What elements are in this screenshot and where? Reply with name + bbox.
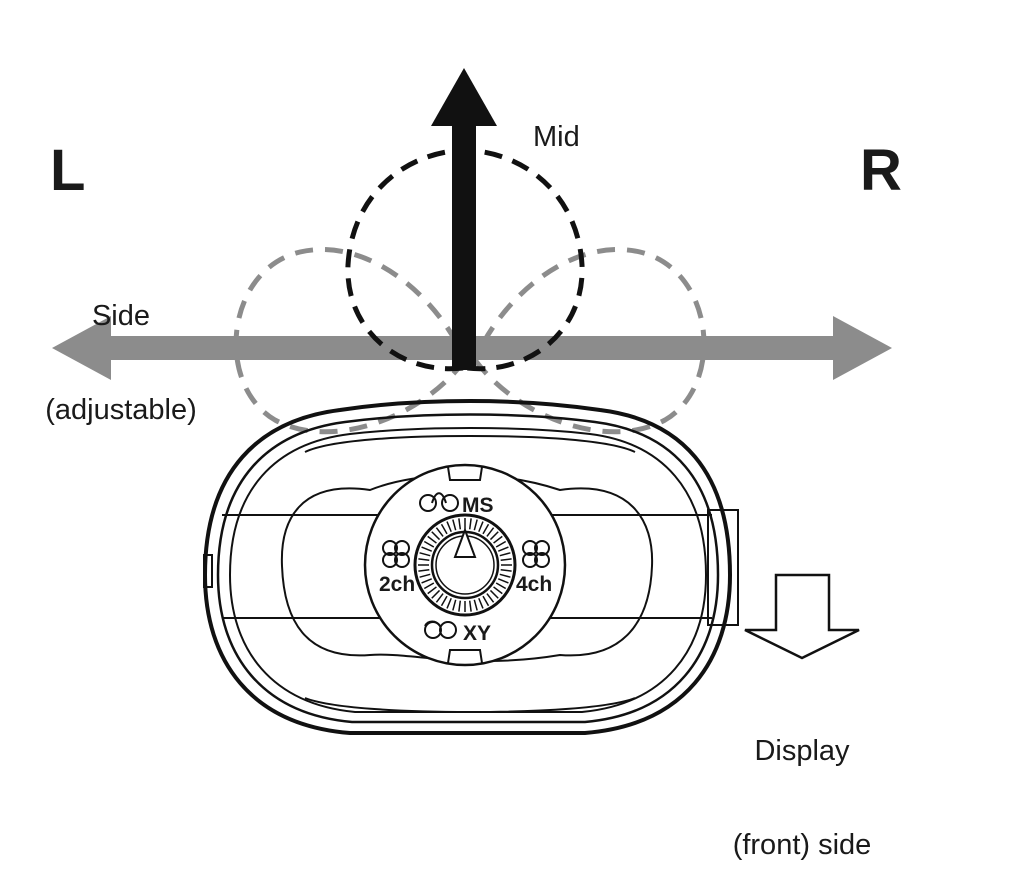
knob-tooth: [435, 527, 444, 537]
knob-tooth: [500, 558, 512, 562]
knob-tooth: [418, 558, 430, 562]
side-arrow-left-head: [52, 316, 111, 380]
display-label-line1: Display: [754, 734, 850, 767]
ms-pattern-icon: [419, 492, 459, 512]
knob-tooth: [458, 600, 462, 612]
knob-tooth: [435, 593, 444, 603]
knob-tooth: [431, 531, 441, 541]
body-inner-outline: [216, 413, 720, 724]
knob-tooth: [446, 597, 452, 609]
side-label-line2: (adjustable): [45, 393, 197, 426]
knob-tooth: [493, 535, 503, 544]
knob-tooth: [497, 578, 509, 584]
knob-tooth: [489, 589, 499, 599]
knob-tooth: [440, 595, 448, 607]
knob-tooth: [419, 552, 431, 557]
knob-tooth: [440, 523, 448, 535]
4ch-pattern-icon: [522, 540, 550, 568]
knob-tooth: [468, 518, 472, 530]
center-plate: [280, 474, 654, 663]
knob-tooth: [499, 552, 511, 557]
top-grille-edge: [304, 434, 636, 453]
knob-tooth: [423, 582, 435, 590]
knob-tooth: [499, 573, 511, 578]
body-outer-outline: [202, 399, 733, 735]
side-button-left: [203, 554, 213, 588]
knob-tooth: [482, 523, 490, 535]
knob-tooth: [421, 546, 433, 552]
connector-right: [707, 509, 739, 626]
mid-label: Mid: [533, 121, 580, 153]
knob-tooth: [478, 521, 484, 533]
dial-label-ms[interactable]: MS: [462, 494, 494, 517]
knob-tooth: [500, 568, 512, 572]
knob-tooth: [482, 595, 490, 607]
display-label-line2: (front) side: [732, 828, 872, 861]
mode-dial[interactable]: MS 2ch 4ch XY: [363, 463, 567, 667]
knob-tooth: [427, 535, 437, 544]
knob-tooth: [419, 573, 431, 578]
knob-tooth: [495, 540, 507, 548]
knob-tooth: [473, 519, 478, 531]
knob-tooth: [431, 589, 441, 599]
knob-tooth: [458, 518, 462, 530]
mic-diagram: MS 2ch 4ch XY: [52, 68, 892, 735]
knob-tooth: [473, 599, 478, 611]
knob-tooth: [423, 540, 435, 548]
knob-tooth: [486, 593, 495, 603]
side-arrow-right-head: [833, 316, 892, 380]
dial-top-notch: [447, 466, 483, 481]
dial-label-xy[interactable]: XY: [463, 622, 491, 645]
2ch-pattern-icon: [382, 540, 410, 568]
knob-tooth: [493, 586, 503, 595]
knob-tooth: [421, 578, 433, 584]
mid-arrow-head: [431, 68, 497, 126]
dial-bottom-notch: [447, 649, 483, 664]
body-rim: [228, 427, 708, 713]
knob-tooth: [452, 599, 457, 611]
knob-tooth: [486, 527, 495, 537]
knob-tooth: [468, 600, 472, 612]
knob-tooth: [446, 521, 452, 533]
display-side-label: Display (front) side: [714, 673, 890, 892]
mid-axis-shaft: [452, 122, 476, 370]
dial-label-4ch[interactable]: 4ch: [516, 573, 552, 596]
knob-tooth: [418, 568, 430, 572]
bottom-grille-edge: [304, 697, 636, 714]
knob-tooth: [495, 582, 507, 590]
knob-knurling: [418, 518, 512, 612]
knob-pointer-icon: [453, 527, 477, 558]
side-label-line1: Side: [91, 299, 151, 332]
knob-tooth: [427, 586, 437, 595]
dial-label-2ch[interactable]: 2ch: [379, 573, 415, 596]
knob-tooth: [497, 546, 509, 552]
left-channel-label: L: [50, 138, 86, 203]
side-label: Side (adjustable): [26, 238, 216, 457]
mid-axis-arrow: [431, 68, 497, 370]
xy-pattern-icon: [424, 620, 457, 639]
right-channel-label: R: [860, 138, 902, 203]
knob-tooth: [478, 597, 484, 609]
knob-tooth: [452, 519, 457, 531]
display-direction-arrow-icon: [744, 573, 860, 660]
knob-tooth: [489, 531, 499, 541]
